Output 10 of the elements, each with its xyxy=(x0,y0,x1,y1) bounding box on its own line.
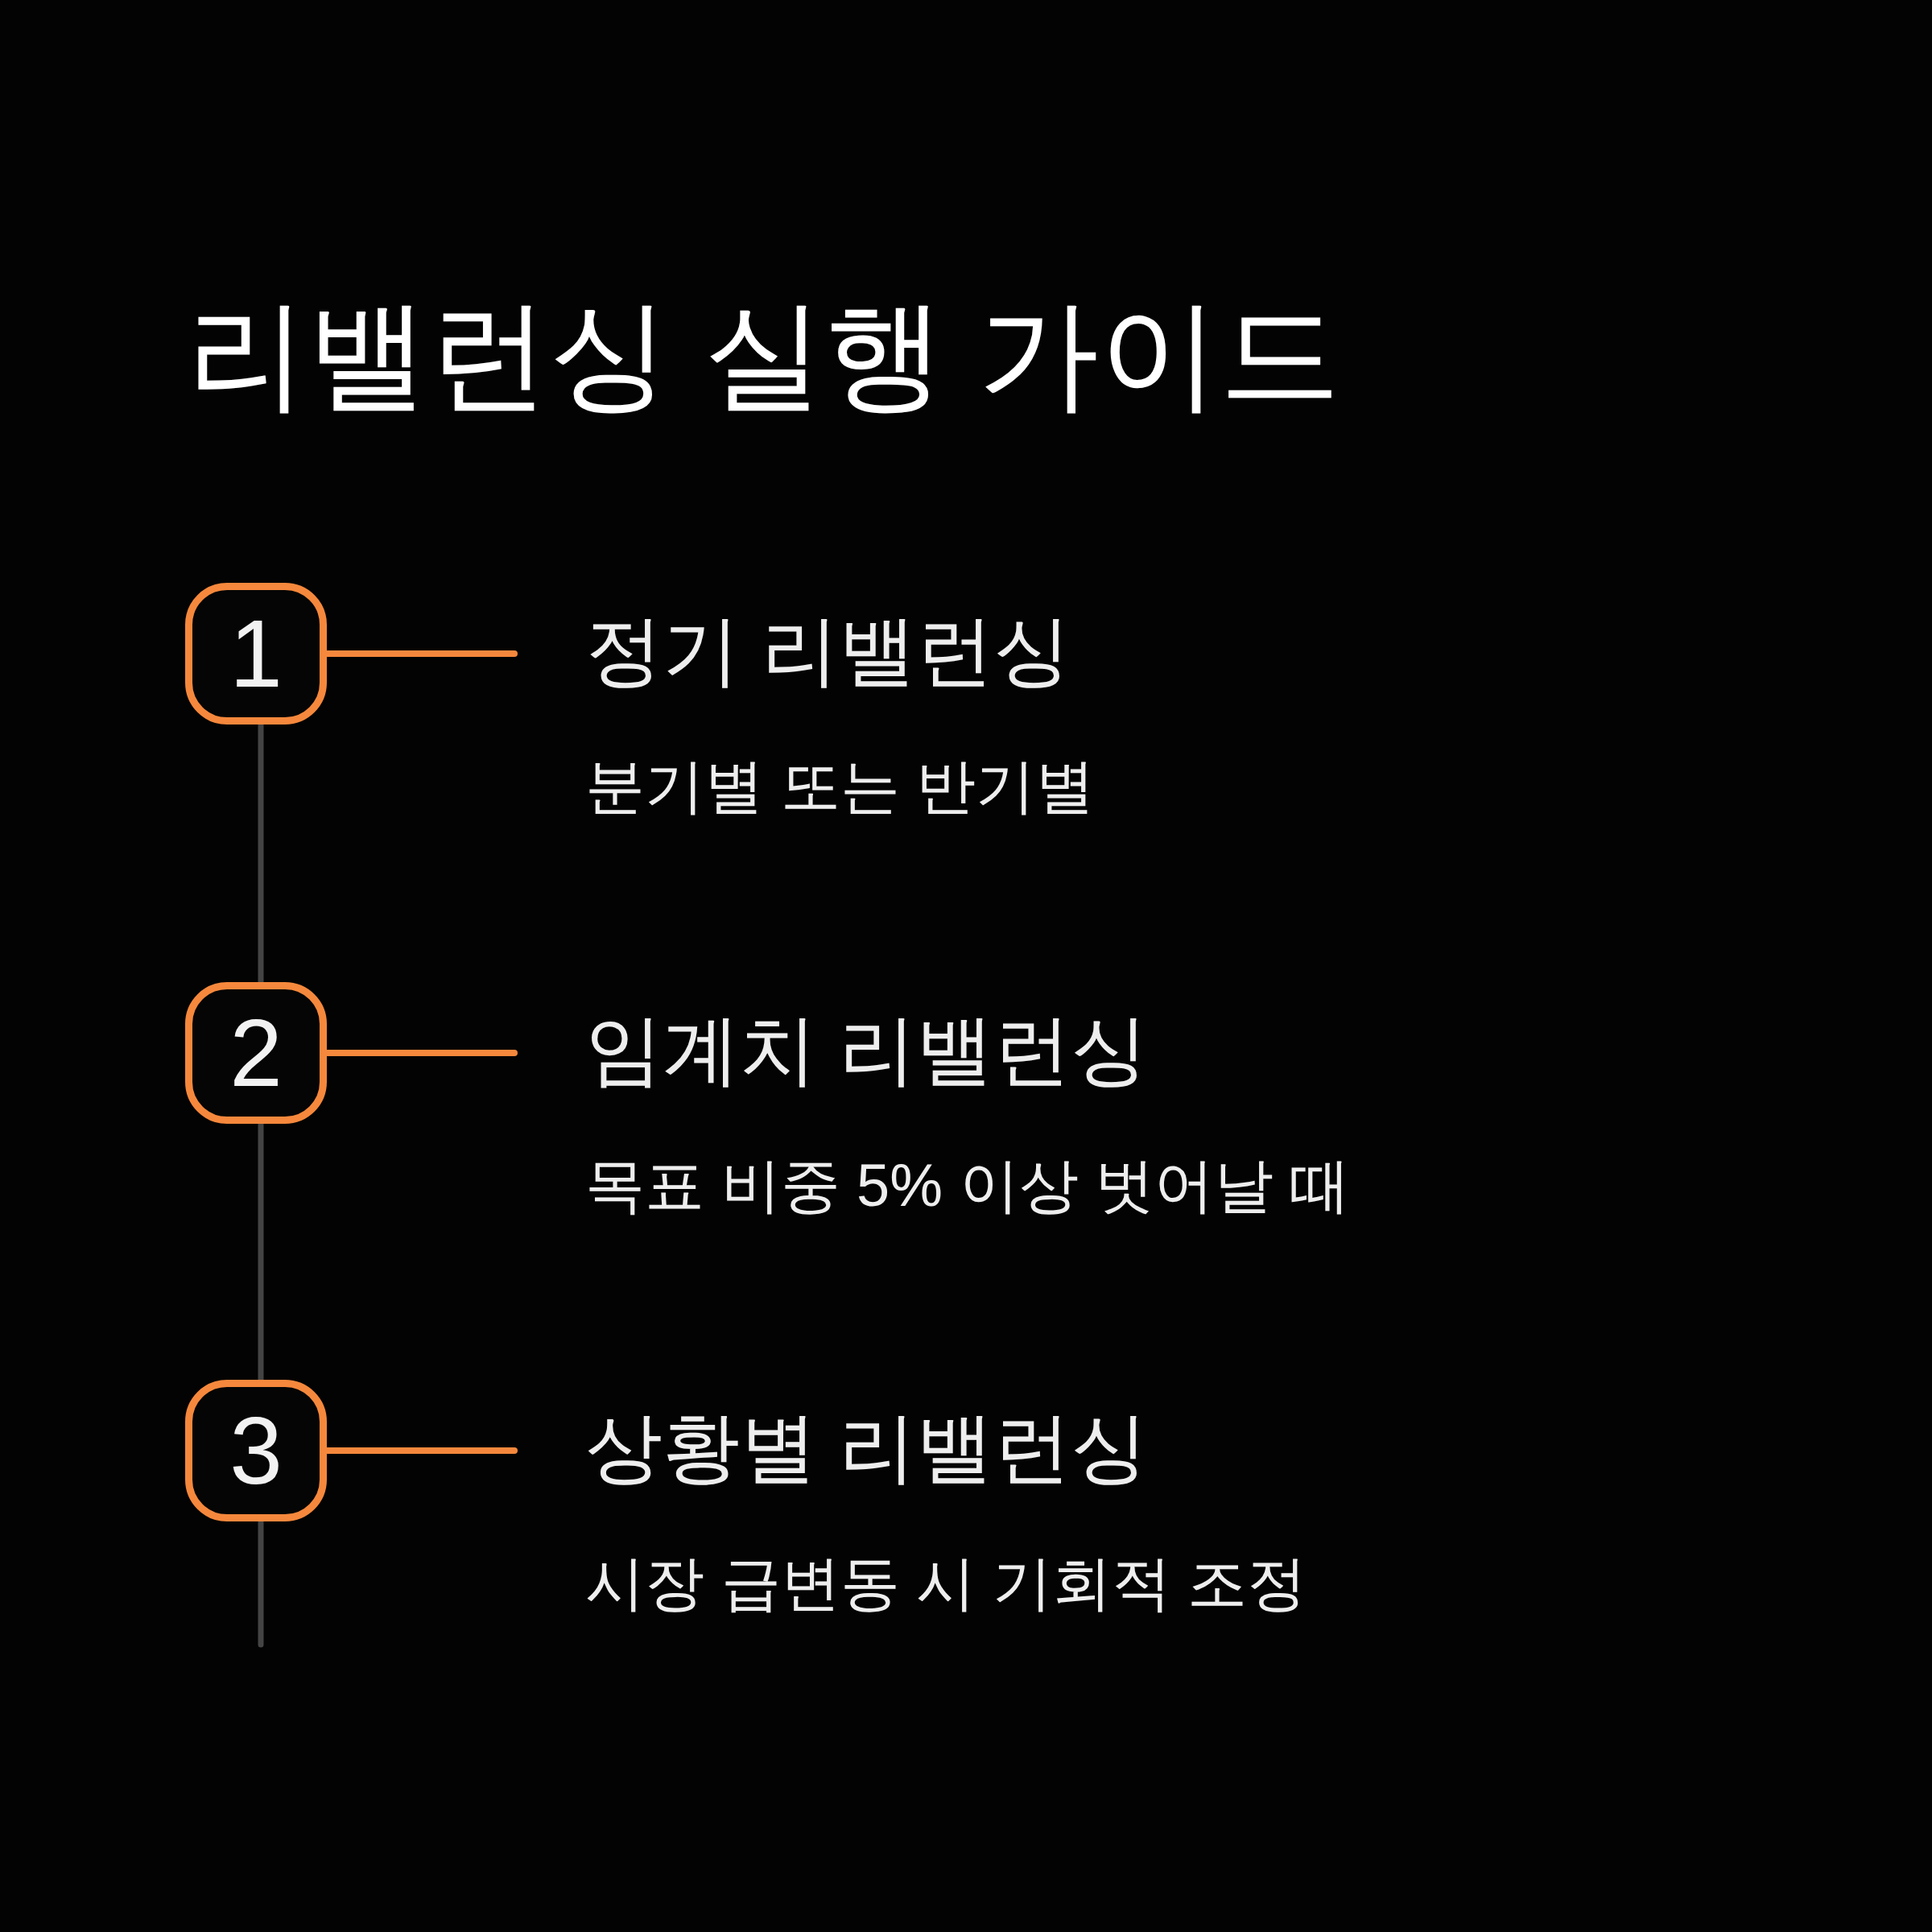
step-description: 분기별 또는 반기별 xyxy=(585,752,1096,821)
step-heading: 상황별 리밸런싱 xyxy=(585,1403,1149,1492)
step-heading: 정기 리밸런싱 xyxy=(585,606,1071,695)
step-heading: 임계치 리밸런싱 xyxy=(585,1005,1149,1094)
step-number: 3 xyxy=(185,1380,327,1521)
step-description: 시장 급변동 시 기회적 조정 xyxy=(585,1549,1307,1618)
title: 리밸런싱 실행 가이드 xyxy=(187,286,1341,423)
step-number: 1 xyxy=(185,583,327,724)
step-description: 목표 비중 5% 이상 벗어날 때 xyxy=(585,1151,1350,1220)
step-number: 2 xyxy=(185,982,327,1124)
